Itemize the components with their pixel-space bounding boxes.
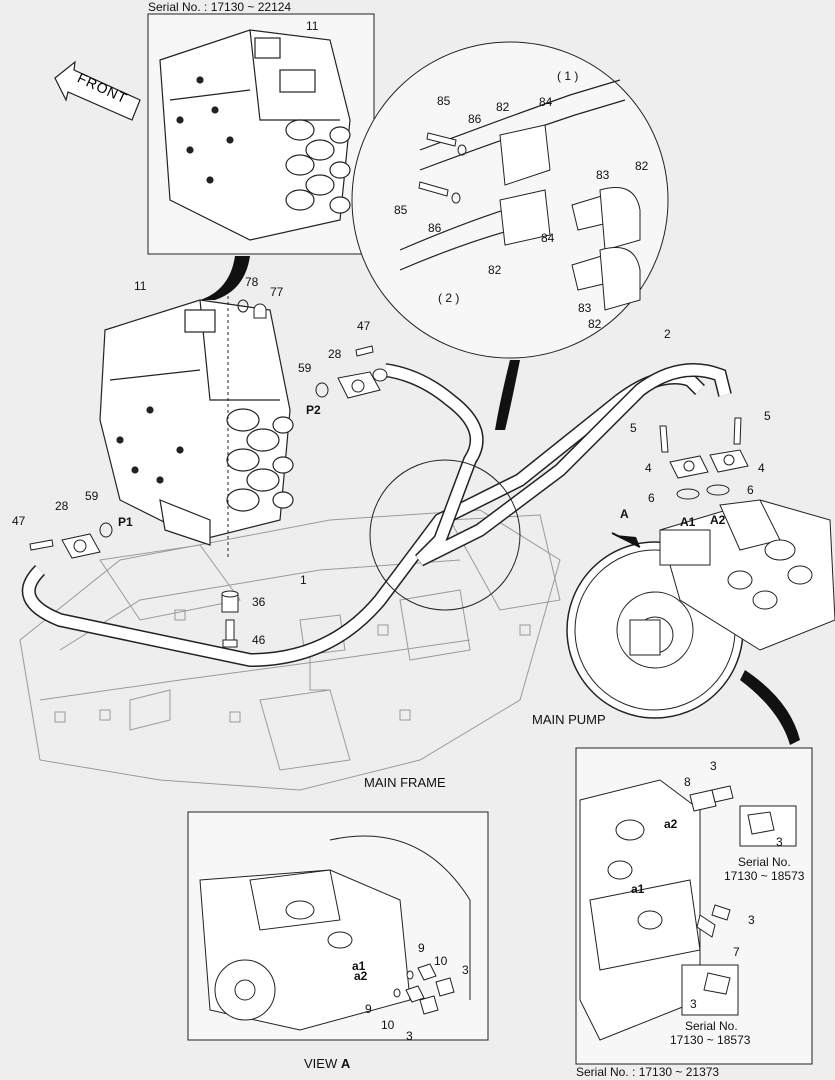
callout-6-right: 6 xyxy=(747,483,754,497)
sensor-callout-3c: 3 xyxy=(748,913,755,927)
callout-5-left: 5 xyxy=(630,421,637,435)
front-arrow-icon xyxy=(54,60,141,121)
sensor-port-a1: a1 xyxy=(631,882,645,896)
detail-callout-84a: 84 xyxy=(539,95,553,109)
inset-pointer-top xyxy=(200,256,250,300)
view-a-caption-text: VIEW xyxy=(304,1056,338,1071)
callout-28-top: 28 xyxy=(328,347,342,361)
flange-28-left xyxy=(61,533,101,559)
callout-36: 36 xyxy=(252,595,266,609)
callout-47-left: 47 xyxy=(12,514,26,528)
flange-28-top xyxy=(337,368,388,399)
port-a2-label: A2 xyxy=(710,513,726,527)
serial-inset-1-line2: 17130 ~ 18573 xyxy=(724,869,805,883)
bolt-46 xyxy=(222,619,238,648)
serial-inset-2-line2: 17130 ~ 18573 xyxy=(670,1033,751,1047)
port-p1-label: P1 xyxy=(118,515,133,529)
detail-callout-86a: 86 xyxy=(468,112,482,126)
callout-2: 2 xyxy=(664,327,671,341)
serial-inset-2-line1: Serial No. xyxy=(685,1019,738,1033)
serial-inset-1-line1: Serial No. xyxy=(738,855,791,869)
clamp-pointer xyxy=(495,360,520,430)
callout-11-mid: 11 xyxy=(134,279,147,293)
callout-28-left: 28 xyxy=(55,499,69,513)
detail-callout-83b: 83 xyxy=(578,301,592,315)
view-a-callout-9b: 9 xyxy=(365,1002,372,1016)
callout-77: 77 xyxy=(270,285,284,299)
detail-callout-86b: 86 xyxy=(428,221,442,235)
port-a1-label: A1 xyxy=(680,515,696,529)
serial-top-caption: Serial No. : 17130 ~ 22124 xyxy=(148,0,292,14)
bushing-36 xyxy=(221,590,239,613)
detail-callout-85b: 85 xyxy=(394,203,408,217)
bolt-47-top xyxy=(355,345,374,357)
pump-flange-4-left xyxy=(669,455,709,479)
serial-bottom-caption: Serial No. : 17130 ~ 21373 xyxy=(576,1065,720,1079)
o-ring-6-right xyxy=(706,484,730,496)
callout-47-top: 47 xyxy=(357,319,371,333)
callout-6-left: 6 xyxy=(648,491,655,505)
sensor-inset-2-icon xyxy=(703,972,731,995)
callout-46: 46 xyxy=(252,633,266,647)
detail-callout-82d: 82 xyxy=(588,317,602,331)
view-a-callout-9a: 9 xyxy=(418,941,425,955)
bolt-5-right xyxy=(733,417,742,445)
control-valve-top-drawing xyxy=(159,29,351,241)
view-a-callout-10a: 10 xyxy=(434,954,448,968)
o-ring-78 xyxy=(237,299,249,313)
clamp-detail-drawing xyxy=(399,79,641,311)
sensor-inset-1-icon xyxy=(747,811,775,835)
main-pump-drawing xyxy=(566,499,835,719)
view-a-callout-10b: 10 xyxy=(381,1018,395,1032)
view-a-caption-letter: A xyxy=(340,1056,351,1071)
detail-callout-82c: 82 xyxy=(488,263,502,277)
pump-flange-4-right xyxy=(709,449,749,473)
view-a-callout-3b: 3 xyxy=(406,1029,413,1043)
callout-4-right: 4 xyxy=(758,461,765,475)
o-ring-59-left xyxy=(99,522,113,538)
view-a-port-a2: a2 xyxy=(354,969,368,983)
callout-59-left: 59 xyxy=(85,489,99,503)
sensor-callout-3a: 3 xyxy=(710,759,717,773)
view-a-arrow-label: A xyxy=(620,507,629,521)
sensor-detail-drawing xyxy=(579,779,734,1041)
detail-callout-2: ( 2 ) xyxy=(438,291,460,305)
bolt-47-left xyxy=(29,539,54,551)
bolt-5-left xyxy=(659,425,669,453)
detail-callout-82a: 82 xyxy=(496,100,510,114)
port-p2-label: P2 xyxy=(306,403,321,417)
callout-1: 1 xyxy=(300,573,307,587)
sensor-port-a2: a2 xyxy=(664,817,678,831)
control-valve-main-drawing xyxy=(99,299,294,546)
detail-callout-83a: 83 xyxy=(596,168,610,182)
detail-callout-1: ( 1 ) xyxy=(557,69,579,83)
callout-11-top: 11 xyxy=(306,19,319,33)
sensor-callout-7: 7 xyxy=(733,945,740,959)
view-a-drawing xyxy=(199,835,471,1031)
view-a-caption: VIEW A xyxy=(304,1056,350,1071)
callout-5-right: 5 xyxy=(764,409,771,423)
plug-77 xyxy=(253,303,267,319)
o-ring-6-left xyxy=(676,488,700,500)
sensor-callout-3d: 3 xyxy=(690,997,697,1011)
view-a-callout-3a: 3 xyxy=(462,963,469,977)
sensor-callout-8: 8 xyxy=(684,775,691,789)
main-pump-caption: MAIN PUMP xyxy=(532,712,606,727)
view-a-arrow-line xyxy=(611,532,641,548)
main-frame-caption: MAIN FRAME xyxy=(364,775,446,790)
detail-callout-82b: 82 xyxy=(635,159,649,173)
pump-pointer xyxy=(740,670,800,745)
view-a-port-a1: a1 xyxy=(352,959,366,973)
clamp-magnifier-circle xyxy=(369,459,521,611)
sensor-callout-3b: 3 xyxy=(776,835,783,849)
detail-callout-85a: 85 xyxy=(437,94,451,108)
callout-59-top: 59 xyxy=(298,361,312,375)
callout-78: 78 xyxy=(245,275,259,289)
hose-2 xyxy=(383,363,732,567)
callout-4-left: 4 xyxy=(645,461,652,475)
detail-callout-84b: 84 xyxy=(541,231,555,245)
o-ring-59-top xyxy=(315,382,329,398)
